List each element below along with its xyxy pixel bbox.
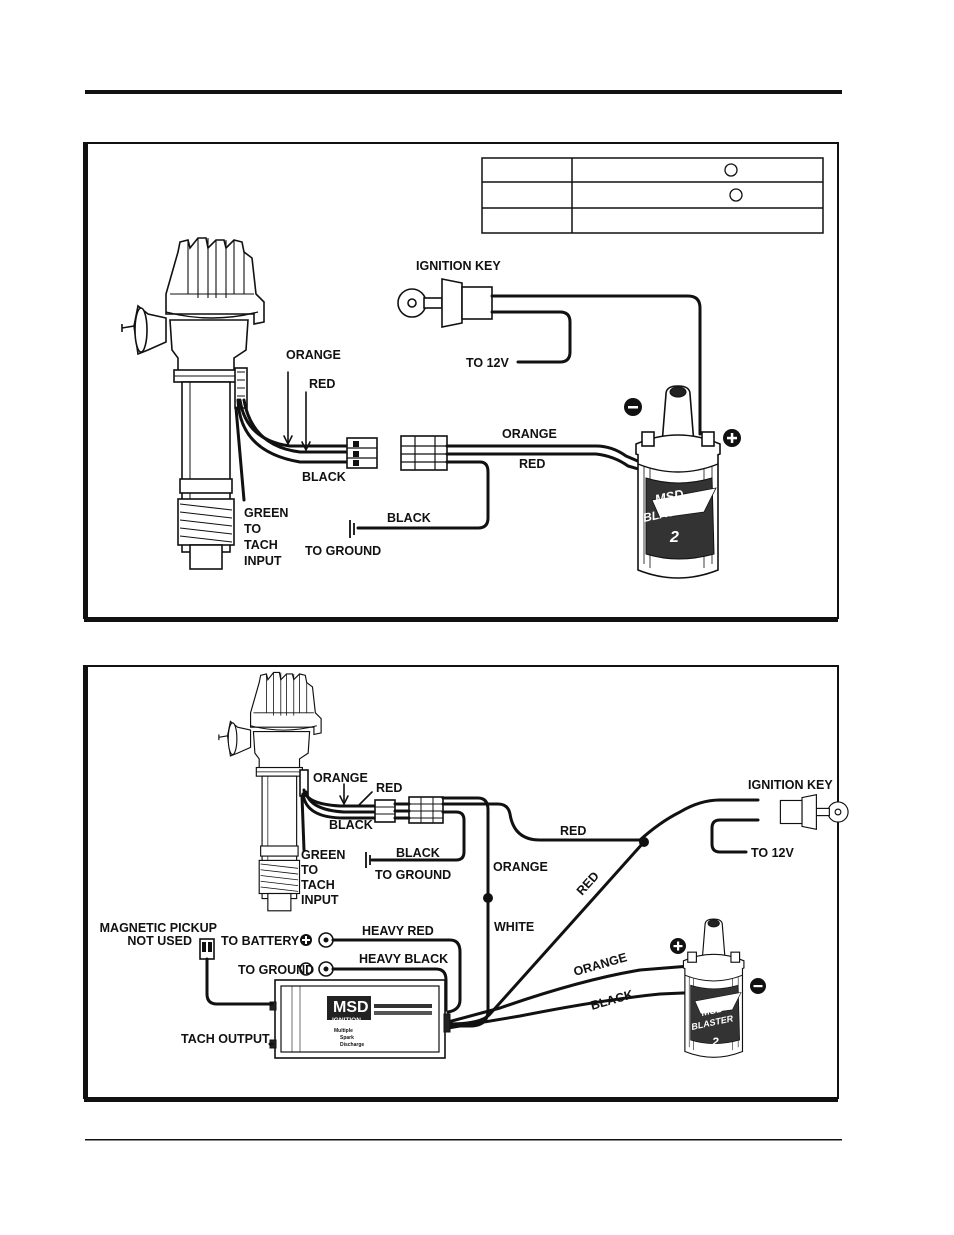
label-orange-coil: ORANGE <box>502 427 557 441</box>
battery-positive-icon <box>300 934 312 946</box>
label-orange: ORANGE <box>286 348 341 362</box>
msd-ignition-box-icon: MSD IGNITION Multiple Spark Discharge <box>269 979 451 1059</box>
top-rule <box>85 90 842 94</box>
box-desc-3: Discharge <box>340 1042 364 1048</box>
label-to-battery: TO BATTERY <box>221 934 300 948</box>
label-tach-output: TACH OUTPUT <box>181 1032 270 1046</box>
legend-table <box>481 157 824 234</box>
bottom-rule <box>85 1139 842 1141</box>
label-not-used: NOT USED <box>127 934 192 948</box>
label-green-to: TO <box>301 863 318 877</box>
label-orange-wire: ORANGE <box>493 860 548 874</box>
label-red-key: RED <box>560 824 586 838</box>
bottom-diagram-panel: MSD IGNITION Multiple Spark Discharge <box>83 665 849 1102</box>
label-black: BLACK <box>329 818 373 832</box>
box-brand: MSD <box>333 999 369 1016</box>
coil-number: 2 <box>711 1035 719 1049</box>
top-diagram-panel: MSD BLASTER 2 IGNITION KEY TO 12V ORANGE… <box>83 142 839 622</box>
label-green-input: INPUT <box>244 554 282 568</box>
plus-icon <box>670 938 686 954</box>
label-to-12v: TO 12V <box>466 356 510 370</box>
label-black-ground: BLACK <box>387 511 431 525</box>
plus-icon <box>723 429 741 447</box>
minus-icon <box>624 398 642 416</box>
label-magnetic-pickup: MAGNETIC PICKUP <box>100 921 217 935</box>
coil-number: 2 <box>669 529 679 546</box>
label-to-ground: TO GROUND <box>375 868 451 882</box>
label-green-tach: TACH <box>244 538 278 552</box>
coil-brand: MSD <box>654 486 686 507</box>
label-green-to: TO <box>244 522 261 536</box>
box-desc-2: Spark <box>340 1035 354 1041</box>
label-ignition-key: IGNITION KEY <box>416 259 501 273</box>
label-to-ground: TO GROUND <box>305 544 381 558</box>
label-green-input: INPUT <box>301 893 339 907</box>
label-green: GREEN <box>244 506 288 520</box>
label-heavy-black: HEAVY BLACK <box>359 952 448 966</box>
label-red: RED <box>376 781 402 795</box>
label-black-ground: BLACK <box>396 846 440 860</box>
label-green: GREEN <box>301 848 345 862</box>
minus-icon <box>750 978 766 994</box>
legend-circle-icon <box>724 163 738 177</box>
box-desc-1: Multiple <box>334 1028 353 1034</box>
legend-circle-icon <box>729 188 743 202</box>
label-to-ground-box: TO GROUND <box>238 963 314 977</box>
label-white-wire: WHITE <box>494 920 534 934</box>
label-red-coil: RED <box>519 457 545 471</box>
label-heavy-red: HEAVY RED <box>362 924 434 938</box>
label-black: BLACK <box>302 470 346 484</box>
label-green-tach: TACH <box>301 878 335 892</box>
label-to-12v: TO 12V <box>751 846 795 860</box>
label-orange: ORANGE <box>313 771 368 785</box>
label-ignition-key: IGNITION KEY <box>748 778 833 792</box>
label-red: RED <box>309 377 335 391</box>
coil-brand: MSD <box>700 1004 724 1019</box>
box-sub: IGNITION <box>332 1017 361 1024</box>
